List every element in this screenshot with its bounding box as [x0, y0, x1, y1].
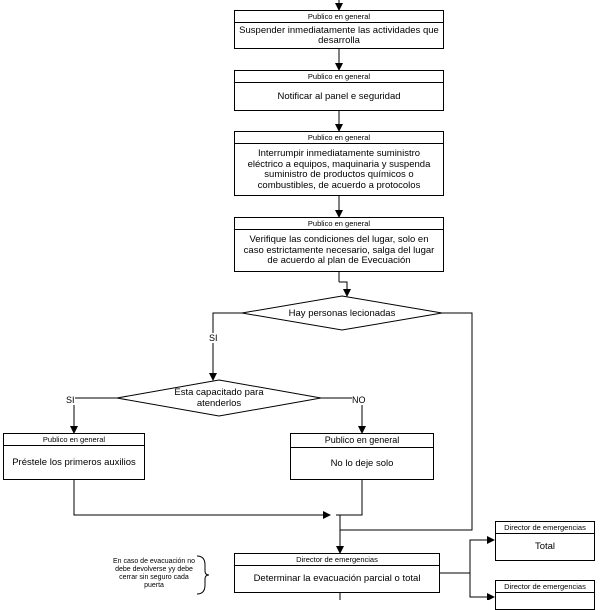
step-text: Verifique las condiciones del lugar, sol… — [243, 234, 435, 267]
label-capable-no: NO — [352, 395, 366, 405]
step-text: Interrumpir inmediatamente suministro el… — [247, 148, 431, 191]
step-role-label: Publico en general — [4, 434, 144, 446]
step-text: No lo deje solo — [330, 457, 394, 469]
step-text: Determinar la evacuación parcial o total — [253, 573, 421, 585]
outcome-role-label: Director de emergencias — [496, 522, 594, 534]
line-firstaid-merge — [73, 480, 331, 519]
step-role-label: Publico en general — [235, 132, 443, 144]
arrow-capable-yes — [70, 397, 117, 434]
label-injured-yes: SI — [209, 333, 218, 343]
note-brace — [196, 555, 210, 595]
decision-capable-text: Esta capacitado para atenderlos — [174, 387, 264, 409]
decision-injured-text: Hay personas lecionadas — [288, 307, 396, 319]
outcome-text: Total — [534, 541, 556, 553]
step-suspend-activities: Publico en general Suspender inmediatame… — [234, 10, 444, 49]
outcome-text — [496, 593, 594, 610]
arrow-to-partial — [469, 573, 495, 600]
decision-capable-shape — [116, 379, 322, 417]
step-role-label: Director de emergencias — [235, 554, 439, 566]
step-role-label: Publico en general — [235, 11, 443, 23]
arrow-injured-yes — [209, 312, 242, 381]
step-cut-supply: Publico en general Interrumpir inmediata… — [234, 131, 444, 196]
step-role-label: Publico en general — [291, 434, 433, 448]
step-stay-with-person: Publico en general No lo deje solo — [290, 433, 434, 480]
arrow-into-decision1 — [339, 281, 351, 297]
step-role-label: Publico en general — [235, 218, 443, 230]
outcome-total: Director de emergencias Total — [495, 521, 595, 561]
step-determine-evacuation: Director de emergencias Determinar la ev… — [234, 553, 440, 593]
step-text: Notificar al panel e seguridad — [277, 90, 401, 102]
step-role-label: Publico en general — [235, 71, 443, 83]
step-verify-conditions: Publico en general Verifique las condici… — [234, 217, 444, 272]
line-stay-merge — [336, 480, 363, 516]
step-first-aid: Publico en general Préstele los primeros… — [3, 433, 145, 480]
step-text: Suspender inmediatamente las actividades… — [239, 24, 439, 46]
line-injured-no — [340, 312, 473, 531]
outcome-second: Director de emergencias — [495, 580, 595, 610]
evacuation-note: En caso de evacuación no debe devolverse… — [112, 558, 196, 589]
step-text: Préstele los primeros auxilios — [12, 456, 136, 468]
arrow-to-total — [440, 536, 495, 574]
label-capable-yes: SI — [66, 395, 75, 405]
decision-injured-shape — [241, 295, 443, 331]
outcome-role-label: Director de emergencias — [496, 581, 594, 593]
step-notify-panel: Publico en general Notificar al panel e … — [234, 70, 444, 111]
